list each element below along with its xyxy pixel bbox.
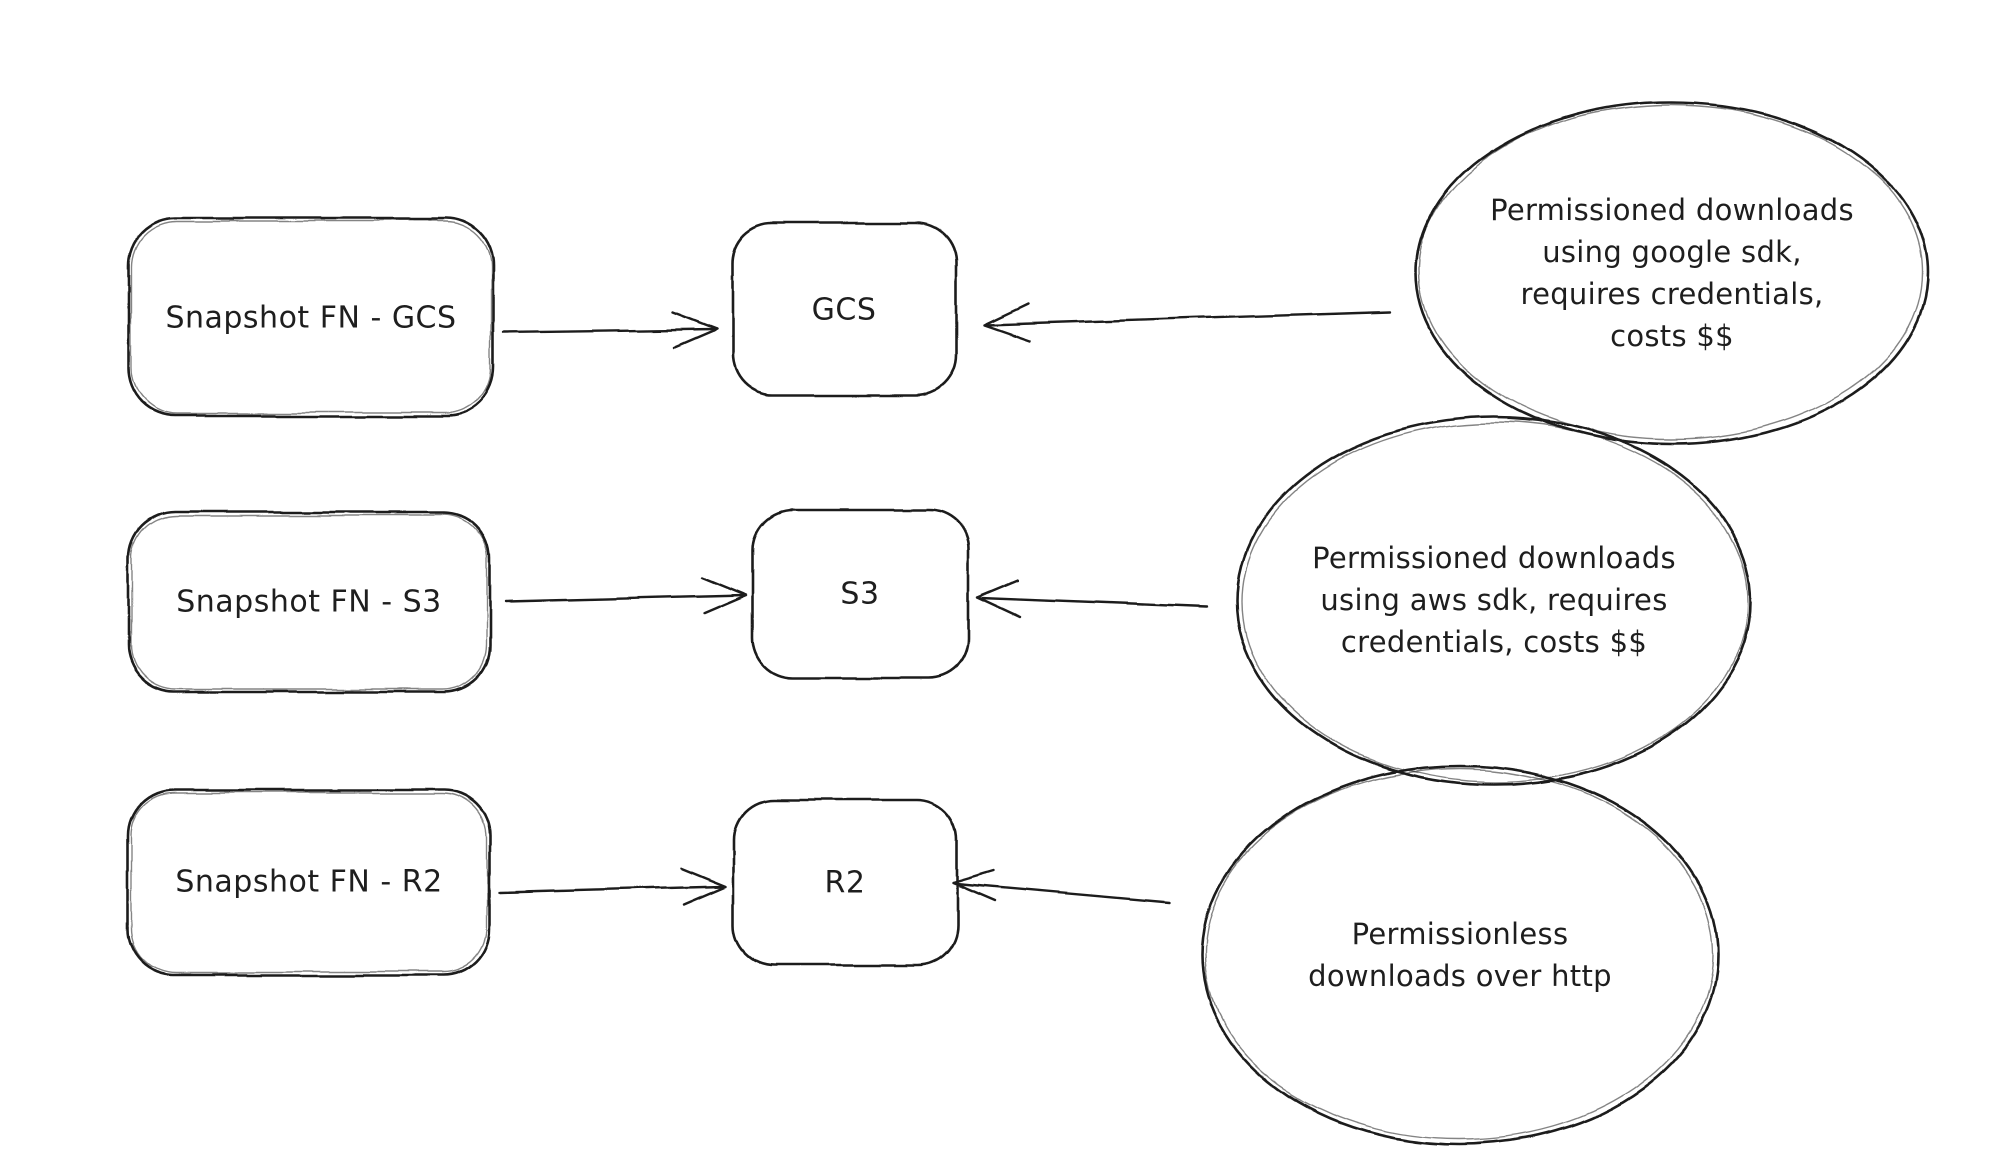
arrowhead-left-gcs: [982, 302, 1032, 343]
arrow-note-r2-to-r2: [954, 882, 1172, 905]
arrow-note-s3-to-s3: [978, 596, 1209, 609]
note-line: Permissionless: [1352, 917, 1569, 951]
snapshot-s3-echo: [130, 514, 488, 690]
note-gcs-text: Permissioned downloads using google sdk,…: [1490, 193, 1854, 353]
label-layer: Snapshot FN - GCS GCS Snapshot FN - S3 S…: [165, 193, 1853, 993]
snapshot-gcs-echo: [130, 220, 492, 414]
note-gcs-echo: [1418, 104, 1924, 440]
note-r2-text: Permissionless downloads over http: [1308, 917, 1612, 993]
node-snapshot-fn-gcs: [126, 216, 496, 418]
arrow-snapshot-r2-to-r2: [498, 884, 726, 894]
note-line: using aws sdk, requires: [1320, 583, 1667, 617]
arrow-note-gcs-to-gcs: [984, 310, 1392, 327]
node-note-s3: [1235, 415, 1753, 787]
node-s3: [751, 508, 970, 680]
source-node-label: Snapshot FN - GCS: [165, 301, 456, 336]
arrow-snapshot-gcs-to-gcs: [502, 327, 716, 334]
node-snapshot-fn-r2: [126, 788, 492, 977]
node-note-gcs: [1414, 100, 1930, 446]
arrowhead-right-gcs: [670, 310, 718, 349]
note-r2-echo: [1204, 768, 1714, 1140]
note-line: downloads over http: [1308, 959, 1612, 993]
note-s3-echo: [1241, 421, 1749, 783]
source-node-label: Snapshot FN - R2: [175, 865, 442, 900]
arrowhead-right-r2: [680, 866, 728, 906]
arrowhead-left-r2: [951, 869, 997, 903]
arrow-snapshot-s3-to-s3: [504, 593, 746, 603]
node-gcs: [730, 221, 958, 397]
target-node-label: GCS: [812, 293, 877, 328]
arrowhead-right-s3: [700, 575, 748, 615]
note-line: using google sdk,: [1542, 235, 1802, 269]
node-snapshot-fn-s3: [126, 510, 492, 694]
note-line: Permissioned downloads: [1312, 541, 1676, 575]
target-node-label: S3: [840, 577, 879, 612]
note-s3-text: Permissioned downloads using aws sdk, re…: [1312, 541, 1676, 659]
arrowhead-left-s3: [975, 578, 1022, 619]
snapshot-r2-echo: [130, 792, 488, 973]
note-line: costs $$: [1610, 319, 1734, 353]
target-node-label: R2: [825, 866, 866, 901]
node-note-r2: [1200, 764, 1720, 1146]
stroke-layer: [126, 100, 1930, 1146]
note-line: requires credentials,: [1520, 277, 1823, 311]
source-node-label: Snapshot FN - S3: [176, 585, 442, 620]
stroke-echo-layer: [130, 104, 1924, 1140]
note-line: Permissioned downloads: [1490, 193, 1854, 227]
note-line: credentials, costs $$: [1341, 625, 1647, 659]
